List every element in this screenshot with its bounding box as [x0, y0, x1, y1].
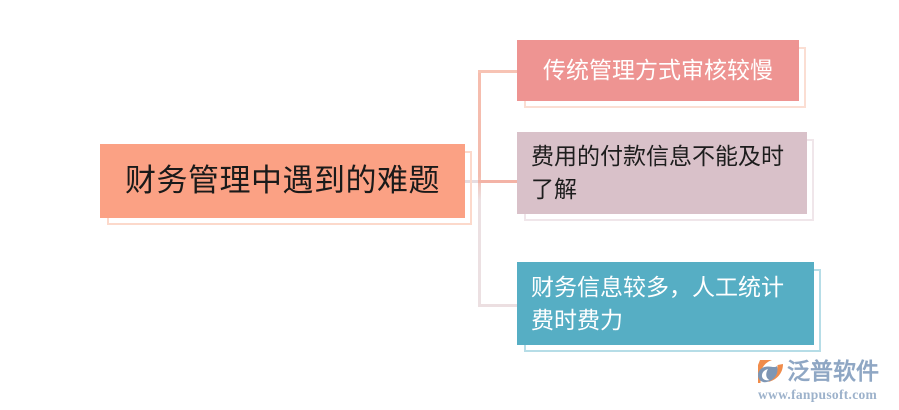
branch-node-3-label: 财务信息较多，人工统计费时费力: [531, 273, 784, 333]
root-node-label: 财务管理中遇到的难题: [125, 162, 440, 198]
fanpu-logo-icon: [758, 359, 783, 383]
connector-root-stub: [464, 180, 482, 183]
connector-to-branch-1: [478, 70, 523, 73]
branch-node-2[interactable]: 费用的付款信息不能及时了解: [517, 132, 814, 221]
connector-trunk-vertical: [478, 70, 481, 306]
branch-node-3[interactable]: 财务信息较多，人工统计费时费力: [517, 262, 821, 352]
branch-node-2-label: 费用的付款信息不能及时了解: [531, 143, 784, 202]
watermark: 泛普软件 www.fanpusoft.com: [757, 356, 895, 406]
connector-to-branch-3: [478, 304, 523, 307]
branch-node-1-fill: [517, 40, 799, 101]
branch-node-1-label: 传统管理方式审核较慢: [543, 57, 773, 84]
branch-node-1[interactable]: 传统管理方式审核较慢: [517, 40, 806, 108]
watermark-brand: 泛普软件: [787, 357, 879, 384]
branch-node-2-fill: [517, 132, 807, 214]
watermark-logo-row: 泛普软件: [757, 356, 879, 386]
connector-to-branch-2: [478, 180, 523, 183]
branch-node-3-fill: [517, 262, 814, 345]
watermark-url: www.fanpusoft.com: [758, 387, 878, 402]
root-node[interactable]: 财务管理中遇到的难题: [100, 144, 472, 225]
root-node-fill: [100, 144, 465, 218]
